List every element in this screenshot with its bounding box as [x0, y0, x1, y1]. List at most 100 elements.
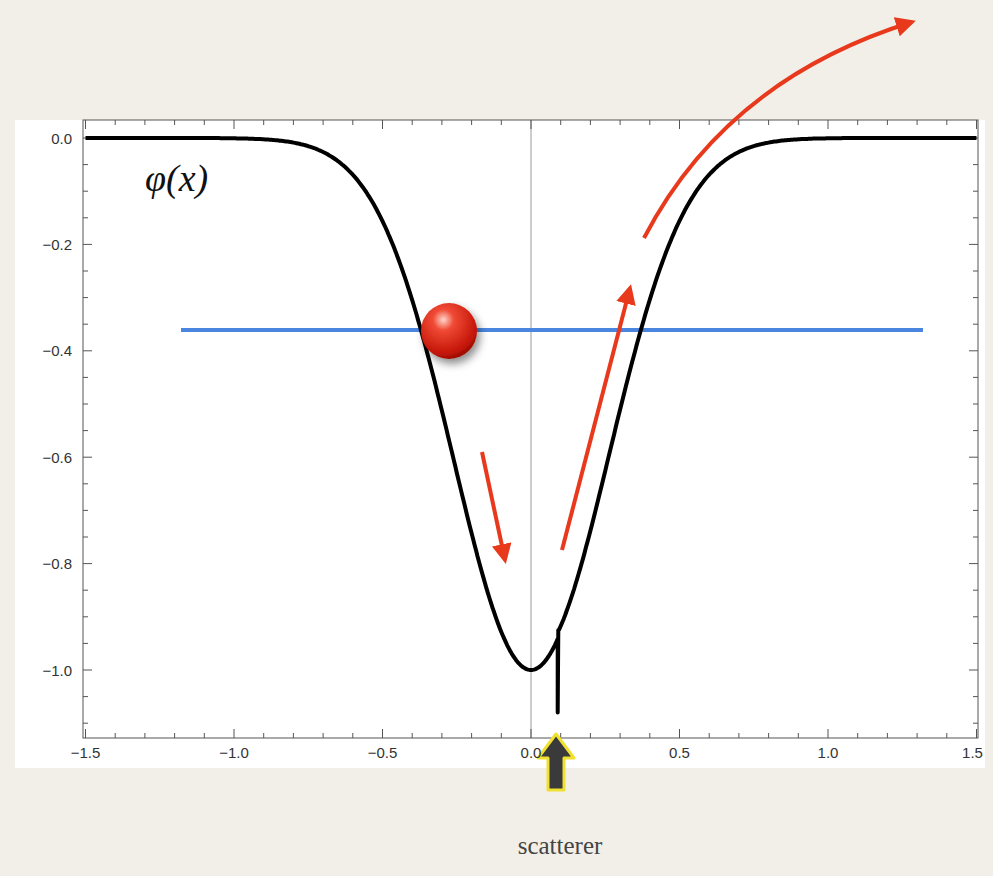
axis-ticks: [83, 120, 978, 738]
tick-mark: [501, 120, 502, 125]
tick-mark: [857, 733, 858, 738]
tick-label: −0.8: [42, 555, 72, 572]
tick-mark: [83, 324, 88, 325]
tick-mark: [83, 723, 88, 724]
tick-label: −0.2: [42, 236, 72, 253]
tick-mark: [83, 271, 88, 272]
tick-mark: [441, 120, 442, 125]
tick-mark: [144, 120, 145, 125]
tick-mark: [768, 733, 769, 738]
tick-mark: [83, 696, 88, 697]
tick-mark: [590, 733, 591, 738]
plot-frame: [83, 120, 978, 738]
tick-label: 0.5: [669, 744, 690, 761]
tick-label: 0.0: [521, 744, 542, 761]
tick-mark: [738, 733, 739, 738]
tick-label: −0.5: [368, 744, 398, 761]
particle-ball: [421, 303, 477, 359]
scatterer-label: scatterer: [518, 832, 603, 860]
tick-mark: [412, 120, 413, 125]
tick-mark: [973, 297, 978, 298]
tick-mark: [709, 120, 710, 125]
tick-mark: [976, 729, 977, 738]
tick-mark: [887, 120, 888, 125]
tick-mark: [973, 483, 978, 484]
tick-mark: [83, 430, 88, 431]
tick-mark: [969, 244, 978, 245]
tick-mark: [83, 563, 92, 564]
tick-mark: [969, 563, 978, 564]
plot-panel: [15, 120, 985, 768]
tick-mark: [382, 729, 383, 738]
tick-mark: [83, 217, 88, 218]
tick-mark: [83, 616, 88, 617]
tick-label: −0.4: [42, 342, 72, 359]
tick-mark: [973, 537, 978, 538]
tick-mark: [263, 733, 264, 738]
tick-label: −1.0: [42, 662, 72, 679]
tick-mark: [917, 120, 918, 125]
tick-mark: [969, 457, 978, 458]
tick-mark: [83, 350, 92, 351]
tick-mark: [828, 120, 829, 129]
tick-mark: [973, 324, 978, 325]
tick-mark: [768, 120, 769, 125]
zero-gridline: [531, 120, 532, 738]
tick-mark: [679, 729, 680, 738]
tick-label: −1.5: [71, 744, 101, 761]
tick-mark: [83, 297, 88, 298]
tick-label: −0.6: [42, 449, 72, 466]
motion-arrow: [562, 288, 630, 550]
tick-mark: [412, 733, 413, 738]
tick-mark: [234, 729, 235, 738]
tick-label: 0.0: [51, 130, 72, 147]
tick-mark: [560, 733, 561, 738]
tick-mark: [293, 733, 294, 738]
tick-mark: [501, 733, 502, 738]
tick-label: 1.5: [962, 744, 983, 761]
tick-mark: [946, 733, 947, 738]
tick-mark: [83, 164, 88, 165]
potential-curve: [86, 138, 977, 713]
tick-mark: [323, 733, 324, 738]
tick-mark: [441, 733, 442, 738]
tick-mark: [352, 733, 353, 738]
tick-mark: [946, 120, 947, 125]
tick-mark: [973, 696, 978, 697]
tick-mark: [887, 733, 888, 738]
tick-mark: [973, 404, 978, 405]
motion-arrow: [644, 22, 912, 238]
tick-mark: [323, 120, 324, 125]
tick-mark: [174, 733, 175, 738]
tick-mark: [969, 670, 978, 671]
tick-mark: [649, 733, 650, 738]
tick-mark: [969, 350, 978, 351]
tick-mark: [917, 733, 918, 738]
tick-mark: [649, 120, 650, 125]
tick-mark: [973, 430, 978, 431]
tick-mark: [973, 271, 978, 272]
tick-mark: [798, 120, 799, 125]
tick-mark: [174, 120, 175, 125]
tick-mark: [83, 483, 88, 484]
tick-mark: [204, 120, 205, 125]
tick-mark: [471, 733, 472, 738]
tick-mark: [973, 191, 978, 192]
tick-mark: [620, 733, 621, 738]
tick-mark: [83, 643, 88, 644]
scatterer-pointer: [538, 734, 574, 790]
tick-mark: [973, 590, 978, 591]
tick-mark: [352, 120, 353, 125]
tick-mark: [115, 120, 116, 125]
tick-mark: [263, 120, 264, 125]
tick-mark: [709, 733, 710, 738]
tick-mark: [973, 616, 978, 617]
tick-mark: [857, 120, 858, 125]
tick-mark: [83, 191, 88, 192]
tick-mark: [620, 120, 621, 125]
tick-mark: [560, 120, 561, 125]
tick-mark: [973, 723, 978, 724]
tick-mark: [382, 120, 383, 129]
tick-mark: [85, 120, 86, 129]
